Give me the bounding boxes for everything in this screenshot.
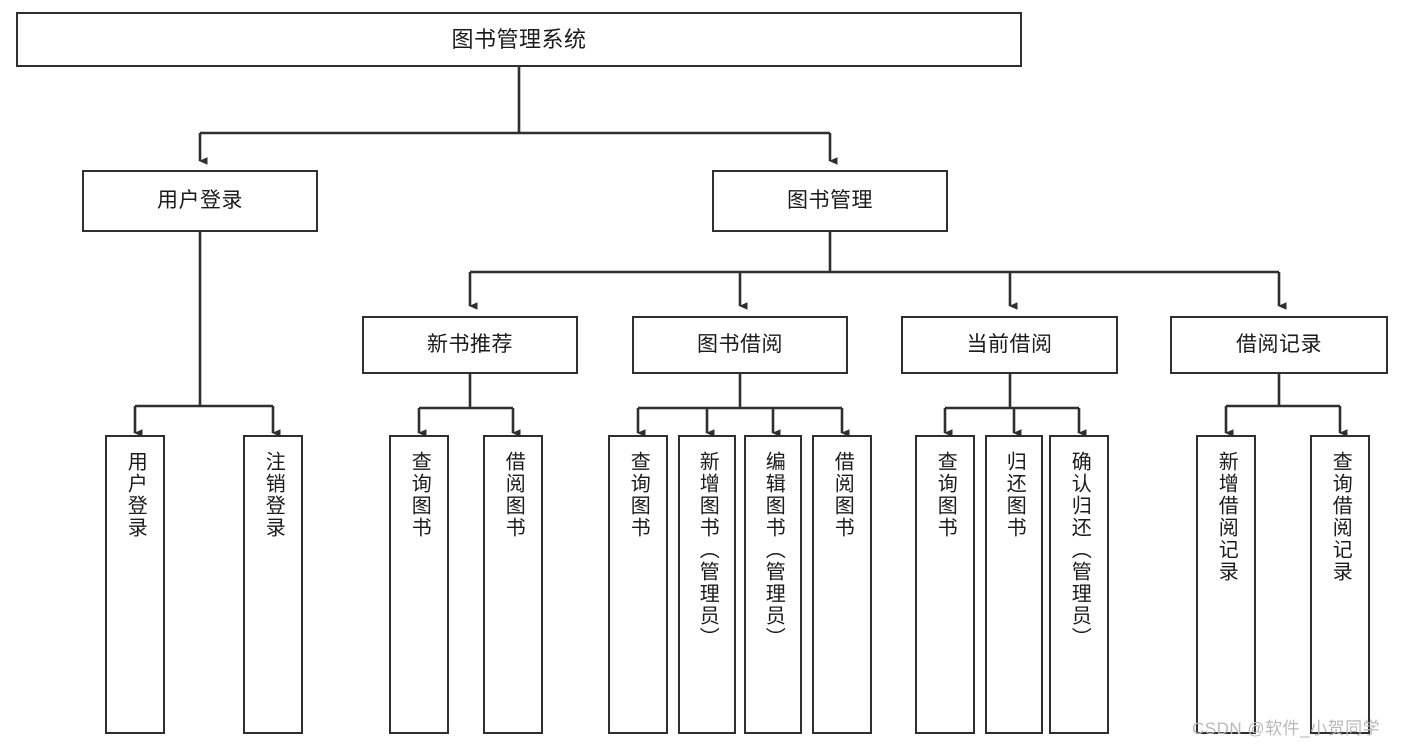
node-leaf-confirm-return[interactable]: 确认归还（管理员）	[1049, 435, 1109, 734]
node-leaf-query-book-2-label: 查询图书	[627, 451, 650, 539]
node-leaf-return-book-label: 归还图书	[1003, 451, 1026, 539]
node-leaf-edit-book[interactable]: 编辑图书（管理员）	[744, 435, 802, 734]
node-leaf-user-login[interactable]: 用户登录	[105, 435, 165, 734]
node-leaf-query-book-3[interactable]: 查询图书	[915, 435, 975, 734]
node-leaf-confirm-return-label: 确认归还（管理员）	[1068, 451, 1091, 649]
node-leaf-query-book-3-label: 查询图书	[934, 451, 957, 539]
node-leaf-borrow-book-2-label: 借阅图书	[831, 451, 854, 539]
node-new-book-rec[interactable]: 新书推荐	[362, 316, 578, 374]
node-leaf-query-record-label: 查询借阅记录	[1329, 451, 1352, 583]
node-leaf-add-book-label: 新增图书（管理员）	[696, 451, 719, 649]
node-leaf-user-login-label: 用户登录	[124, 451, 147, 539]
node-book-borrow[interactable]: 图书借阅	[632, 316, 848, 374]
node-leaf-return-book[interactable]: 归还图书	[985, 435, 1043, 734]
node-leaf-query-book-1[interactable]: 查询图书	[389, 435, 449, 734]
node-book-borrow-label: 图书借阅	[697, 332, 783, 356]
node-leaf-query-record[interactable]: 查询借阅记录	[1310, 435, 1370, 734]
node-leaf-borrow-book-1[interactable]: 借阅图书	[483, 435, 543, 734]
node-user-login-label: 用户登录	[157, 188, 243, 212]
node-leaf-query-book-2[interactable]: 查询图书	[608, 435, 668, 734]
node-leaf-add-record[interactable]: 新增借阅记录	[1196, 435, 1256, 734]
node-root-label: 图书管理系统	[451, 26, 587, 52]
watermark-text: CSDN @软件_小贺同学	[1192, 719, 1381, 738]
node-new-book-rec-label: 新书推荐	[427, 332, 513, 356]
node-book-manage-label: 图书管理	[787, 188, 873, 212]
node-root[interactable]: 图书管理系统	[16, 12, 1022, 67]
node-leaf-add-record-label: 新增借阅记录	[1215, 451, 1238, 583]
node-borrow-record-label: 借阅记录	[1236, 332, 1322, 356]
node-leaf-borrow-book-1-label: 借阅图书	[502, 451, 525, 539]
node-current-borrow[interactable]: 当前借阅	[901, 316, 1118, 374]
node-leaf-logout-label: 注销登录	[262, 451, 285, 539]
node-user-login[interactable]: 用户登录	[82, 170, 318, 232]
node-borrow-record[interactable]: 借阅记录	[1170, 316, 1388, 374]
node-leaf-logout[interactable]: 注销登录	[243, 435, 303, 734]
node-leaf-add-book[interactable]: 新增图书（管理员）	[678, 435, 736, 734]
node-leaf-borrow-book-2[interactable]: 借阅图书	[812, 435, 872, 734]
node-leaf-edit-book-label: 编辑图书（管理员）	[762, 451, 785, 649]
node-current-borrow-label: 当前借阅	[966, 332, 1053, 356]
node-book-manage[interactable]: 图书管理	[712, 170, 948, 232]
node-leaf-query-book-1-label: 查询图书	[408, 451, 431, 539]
